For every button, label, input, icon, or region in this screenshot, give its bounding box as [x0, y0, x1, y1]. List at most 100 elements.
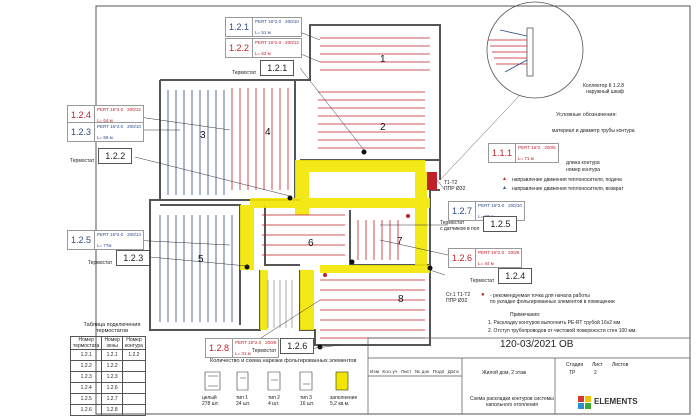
legend-number-note: номер контура — [566, 167, 601, 173]
table-cell: 1.2.7 — [101, 393, 123, 405]
table-cell — [121, 360, 146, 372]
thermostat-1.2.6: Термостат 1.2.6 — [252, 338, 315, 354]
thermostat-1.2.5: Термостат с датчиком в пол 1.2.5 — [440, 216, 518, 232]
legend-start-point: - рекомендуемая точка для начала работы … — [490, 293, 615, 305]
cuts-title: Количество и схема нарезки фольгированны… — [210, 358, 357, 364]
manifold-box — [427, 172, 437, 190]
stamp-columns: Изм Кол.уч Лист № док Подп Дата — [370, 369, 459, 375]
room-4: 4 — [265, 127, 271, 138]
legend-pipe-note: материал и диаметр трубы контура — [552, 128, 635, 134]
sheet-value: 2 — [594, 370, 597, 376]
table-header: Номер зоны — [101, 336, 123, 350]
supply-arrow-icon: ▲ — [502, 176, 507, 182]
table-cell: 1.2.3 — [69, 371, 103, 383]
stamp-col: Подп — [432, 369, 445, 374]
room-6: 6 — [308, 238, 314, 249]
table-cell: 1.2.5 — [69, 393, 103, 405]
table-cell — [121, 404, 146, 416]
table-cell: 1.2.2 — [101, 360, 123, 372]
note-2: 2. Отступ трубопроводов от чистовой пове… — [488, 328, 637, 334]
cube-logo-icon — [578, 396, 591, 409]
cut-qty-fill: 5,2 кв.м. — [330, 401, 350, 407]
table-cell — [121, 382, 146, 394]
heating-loops-blue — [159, 90, 233, 322]
table-cell: 1.2.8 — [101, 404, 123, 416]
foil-cut-diagrams — [204, 371, 349, 391]
riser-pipe-label: Ст.1 Т1-Т2 ППР Ø32 — [446, 292, 471, 304]
room-8: 8 — [398, 294, 404, 305]
room-3: 3 — [200, 130, 206, 141]
sheet-header: Лист — [592, 362, 603, 368]
table-cell: 1.2.2 — [121, 349, 146, 361]
room-2: 2 — [380, 122, 386, 133]
table-header: Номер термостата — [69, 336, 103, 350]
manifold-detail — [439, 1, 584, 181]
table-cell: 1.2.3 — [101, 371, 123, 383]
legend-title: Условные обозначения: — [556, 112, 617, 118]
cut-qty-whole: 278 шт. — [202, 401, 219, 407]
cut-name-fill: заполнение — [330, 395, 358, 401]
thermostat-1.2.2: Термостат 1.2.2 — [70, 148, 133, 164]
cut-qty-type3: 16 шт. — [300, 401, 315, 407]
table-cell — [121, 393, 146, 405]
table-header: Номер контура — [121, 336, 146, 350]
object-name: Жилой дом, 2 этаж — [482, 370, 527, 376]
cut-name-type1: тип 1 — [236, 395, 248, 401]
stamp-col: № док — [414, 369, 430, 374]
thermostat-1.2.3: Термостат 1.2.3 — [88, 250, 151, 266]
supply-pipe-label: Т1-Т2 ППР Ø32 — [444, 180, 466, 192]
legend-supply: направление движения теплоносителя, пода… — [512, 177, 622, 183]
cut-qty-type1: 24 шт. — [236, 401, 251, 407]
brand-name: ELEMENTS — [594, 397, 638, 406]
thermostat-table: Таблица подключения термостатов Номер те… — [69, 322, 154, 416]
cut-name-type2: тип 2 — [268, 395, 280, 401]
legend-length-note: длина контура — [566, 160, 600, 166]
sheet-frame — [95, 5, 691, 415]
stage-value: ТР — [569, 370, 576, 376]
thermostat-dots — [244, 149, 433, 350]
sheets-header: Листов — [612, 362, 629, 368]
heating-loops-red — [231, 37, 430, 339]
room-labels: 1 2 3 4 5 6 7 8 — [198, 54, 404, 305]
start-points — [323, 214, 410, 277]
table-cell: 1.2.1 — [101, 349, 123, 361]
table-cell: 1.2.2 — [69, 360, 103, 372]
table-cell — [121, 371, 146, 383]
cut-name-whole: целый — [202, 395, 217, 401]
thermostat-table-title: Таблица подключения термостатов — [83, 322, 141, 334]
note-1: 1. Раскладку контуров выполнить PE-RT тр… — [488, 320, 621, 326]
drawing-code: 120-03/2021 ОВ — [500, 339, 574, 350]
table-cell: 1.2.6 — [101, 382, 123, 394]
stamp-col: Дата — [447, 369, 459, 374]
cut-name-type3: тип 3 — [300, 395, 312, 401]
room-1: 1 — [380, 54, 386, 65]
table-cell: 1.2.6 — [69, 404, 103, 416]
table-cell: 1.2.1 — [69, 349, 103, 361]
elements-logo — [578, 396, 592, 415]
thermostat-table-grid: Номер термостата Номер зоны Номер контур… — [69, 336, 146, 416]
stairs — [267, 280, 293, 328]
table-cell: 1.2.4 — [69, 382, 103, 394]
stamp-col: Изм — [370, 369, 380, 374]
start-point-icon: ● — [481, 292, 485, 298]
thermostat-1.2.1: Термостат 1.2.1 — [232, 60, 295, 76]
manifold-label: Коллектор К 1.2.8 наружный шкаф — [583, 83, 625, 95]
cut-qty-type2: 4 шт. — [268, 401, 280, 407]
stage-header: Стадия — [566, 362, 584, 368]
thermostat-1.2.4: Термостат 1.2.4 — [470, 268, 533, 284]
foil-fill-areas — [240, 160, 430, 330]
sheet-name: Схема раскладки контуров системы напольн… — [470, 396, 554, 408]
